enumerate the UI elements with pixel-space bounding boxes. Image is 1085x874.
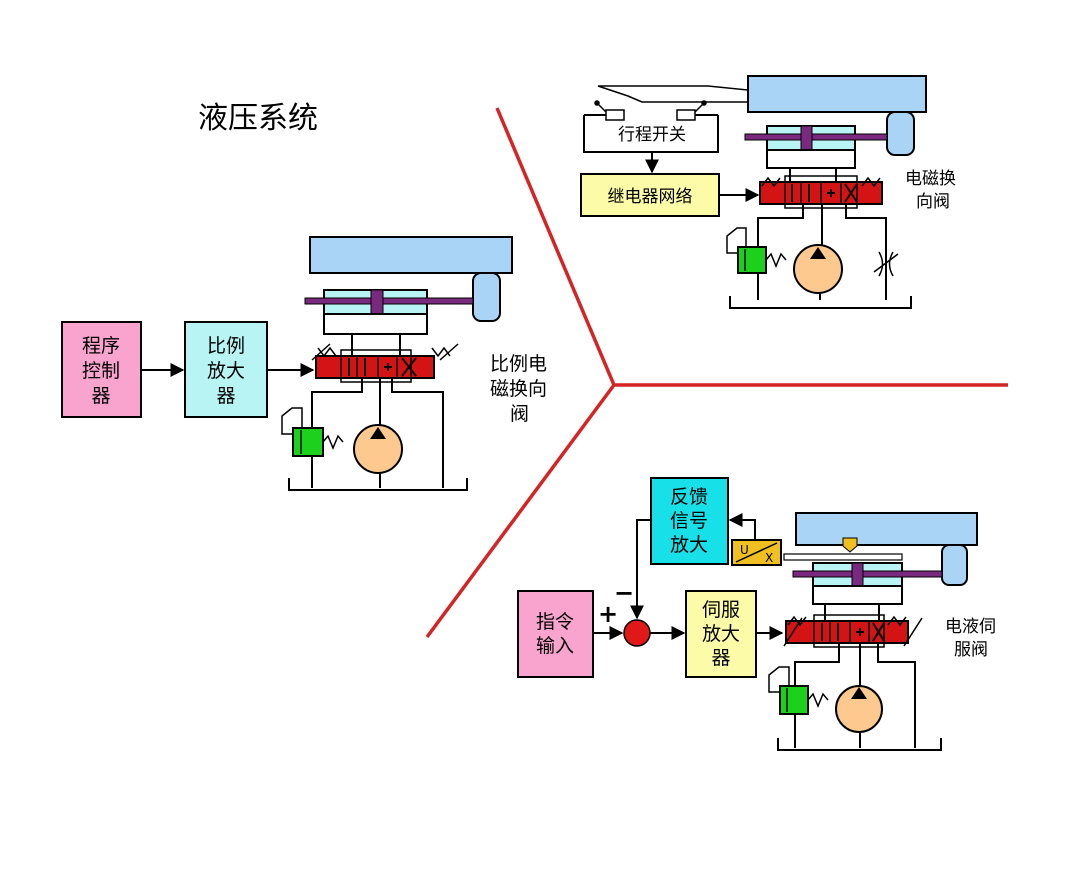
feedback-line-1: 反馈 xyxy=(670,486,708,508)
servo-pump xyxy=(835,685,883,733)
servo-relief-valve xyxy=(768,666,829,715)
limit-switch-label: 行程开关 xyxy=(618,125,686,145)
command-line-1: 指令 xyxy=(536,611,574,633)
limit-switch-box: 行程开关 xyxy=(583,114,719,153)
program-control-line-2: 控制 xyxy=(82,360,120,382)
onoff-valve-label-2: 向阀 xyxy=(916,192,950,212)
tool-spindle xyxy=(472,272,501,322)
onoff-system: 行程开关 继电器网络 xyxy=(580,75,956,309)
onoff-cylinder xyxy=(744,125,888,169)
feedback-to-summer-line xyxy=(630,519,651,620)
prop-amp-line-1: 比例 xyxy=(207,335,245,357)
position-sensor: U X xyxy=(731,539,903,566)
proportional-valve-label-3: 阀 xyxy=(510,403,529,425)
prop-amp-line-3: 器 xyxy=(216,385,235,407)
proportional-valve-label-2: 磁换向 xyxy=(490,378,547,400)
summing-junction xyxy=(623,619,651,647)
onoff-pump xyxy=(793,244,843,294)
onoff-worktable xyxy=(597,75,927,156)
servo-amp-line-3: 器 xyxy=(711,647,730,669)
sensor-x-label: X xyxy=(765,551,773,565)
proportional-valve xyxy=(311,343,459,383)
servo-amplifier-box: 伺服 放大 器 xyxy=(685,590,757,678)
limit-switch-symbols xyxy=(594,100,707,121)
onoff-valve xyxy=(759,175,883,209)
servo-amp-line-1: 伺服 xyxy=(702,599,740,621)
relay-network-label: 继电器网络 xyxy=(608,187,693,207)
proportional-valve-label-1: 比例电 xyxy=(490,353,547,375)
servo-pipes xyxy=(777,604,942,751)
onoff-valve-label-1: 电磁换 xyxy=(905,169,956,189)
relay-network-box: 继电器网络 xyxy=(580,173,720,217)
onoff-relief-valve xyxy=(726,227,787,274)
servo-cylinder xyxy=(792,562,943,605)
sensor-u-label: U xyxy=(740,543,749,557)
sensor-to-feedback-line xyxy=(728,513,756,540)
feedback-line-2: 信号 xyxy=(670,510,708,532)
proportional-system: 程序 控制 器 比例 放大 器 xyxy=(61,236,547,491)
minus-sign: − xyxy=(614,579,634,607)
proportional-amplifier-box: 比例 放大 器 xyxy=(184,321,268,418)
servo-worktable xyxy=(795,512,978,586)
command-line-2: 输入 xyxy=(536,635,574,657)
feedback-amplifier-box: 反馈 信号 放大 xyxy=(650,477,729,565)
worktable xyxy=(309,236,513,274)
hydraulic-cylinder xyxy=(304,289,474,335)
command-input-box: 指令 输入 xyxy=(517,590,594,678)
program-control-box: 程序 控制 器 xyxy=(61,321,142,418)
servo-amp-line-2: 放大 xyxy=(702,623,740,645)
onoff-pipes xyxy=(729,168,912,309)
plus-sign: + xyxy=(598,600,618,628)
servo-valve-label-1: 电液伺 xyxy=(945,617,996,637)
program-control-line-1: 程序 xyxy=(82,335,120,357)
throttle-valve xyxy=(873,251,899,277)
proportional-pump xyxy=(353,424,403,474)
section-dividers xyxy=(425,107,1008,639)
servo-valve xyxy=(783,614,923,648)
prop-amp-line-2: 放大 xyxy=(207,360,245,382)
servo-system: 反馈 信号 放大 指令 输入 + − 伺服 放大 器 xyxy=(517,477,996,751)
servo-valve-label-2: 服阀 xyxy=(954,640,988,660)
feedback-line-3: 放大 xyxy=(670,534,708,556)
proportional-pipes xyxy=(288,334,468,491)
proportional-relief-valve xyxy=(281,407,344,457)
diagram-title: 液压系统 xyxy=(198,101,318,136)
program-control-line-3: 器 xyxy=(91,385,110,407)
